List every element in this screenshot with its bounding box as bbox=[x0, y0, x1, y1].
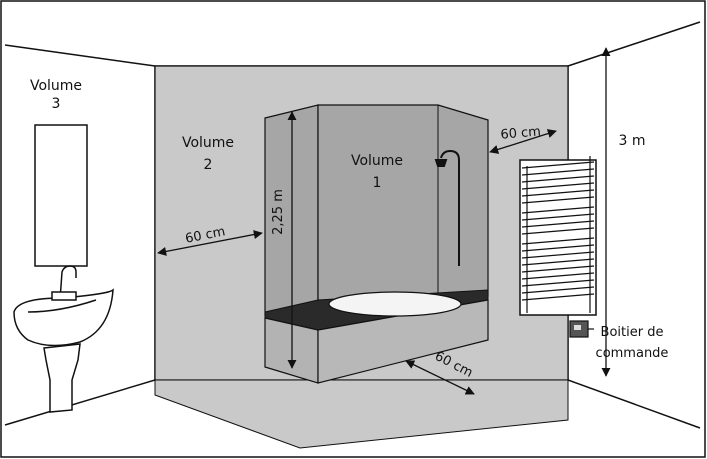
towel-radiator-icon bbox=[519, 156, 597, 316]
dim-label-60-right: 60 cm bbox=[500, 124, 542, 142]
volume-1-number: 1 bbox=[373, 175, 382, 191]
volume-2-number: 2 bbox=[204, 157, 213, 173]
dim-line-60-right bbox=[489, 129, 557, 154]
volume-1-label: Volume bbox=[351, 153, 403, 169]
sink-icon bbox=[13, 265, 114, 413]
dim-line-60-left bbox=[157, 230, 263, 256]
dim-line-60-floor bbox=[405, 360, 475, 395]
volume-1-zone bbox=[264, 104, 489, 316]
dimension-lines bbox=[157, 47, 611, 395]
dim-label-3m: 3 m bbox=[619, 133, 646, 149]
bathtub bbox=[264, 289, 489, 384]
volume-2-label: Volume bbox=[182, 135, 234, 151]
volume-3-label: Volume bbox=[30, 78, 82, 94]
dim-label-225: 2,25 m bbox=[271, 189, 286, 235]
control-box-label: Boitier de bbox=[601, 325, 664, 340]
shower-head-icon bbox=[434, 149, 460, 266]
mirror bbox=[34, 124, 88, 267]
volume-3-number: 3 bbox=[52, 96, 61, 112]
control-box-label-2: commande bbox=[596, 346, 669, 361]
control-box-icon bbox=[569, 320, 594, 338]
